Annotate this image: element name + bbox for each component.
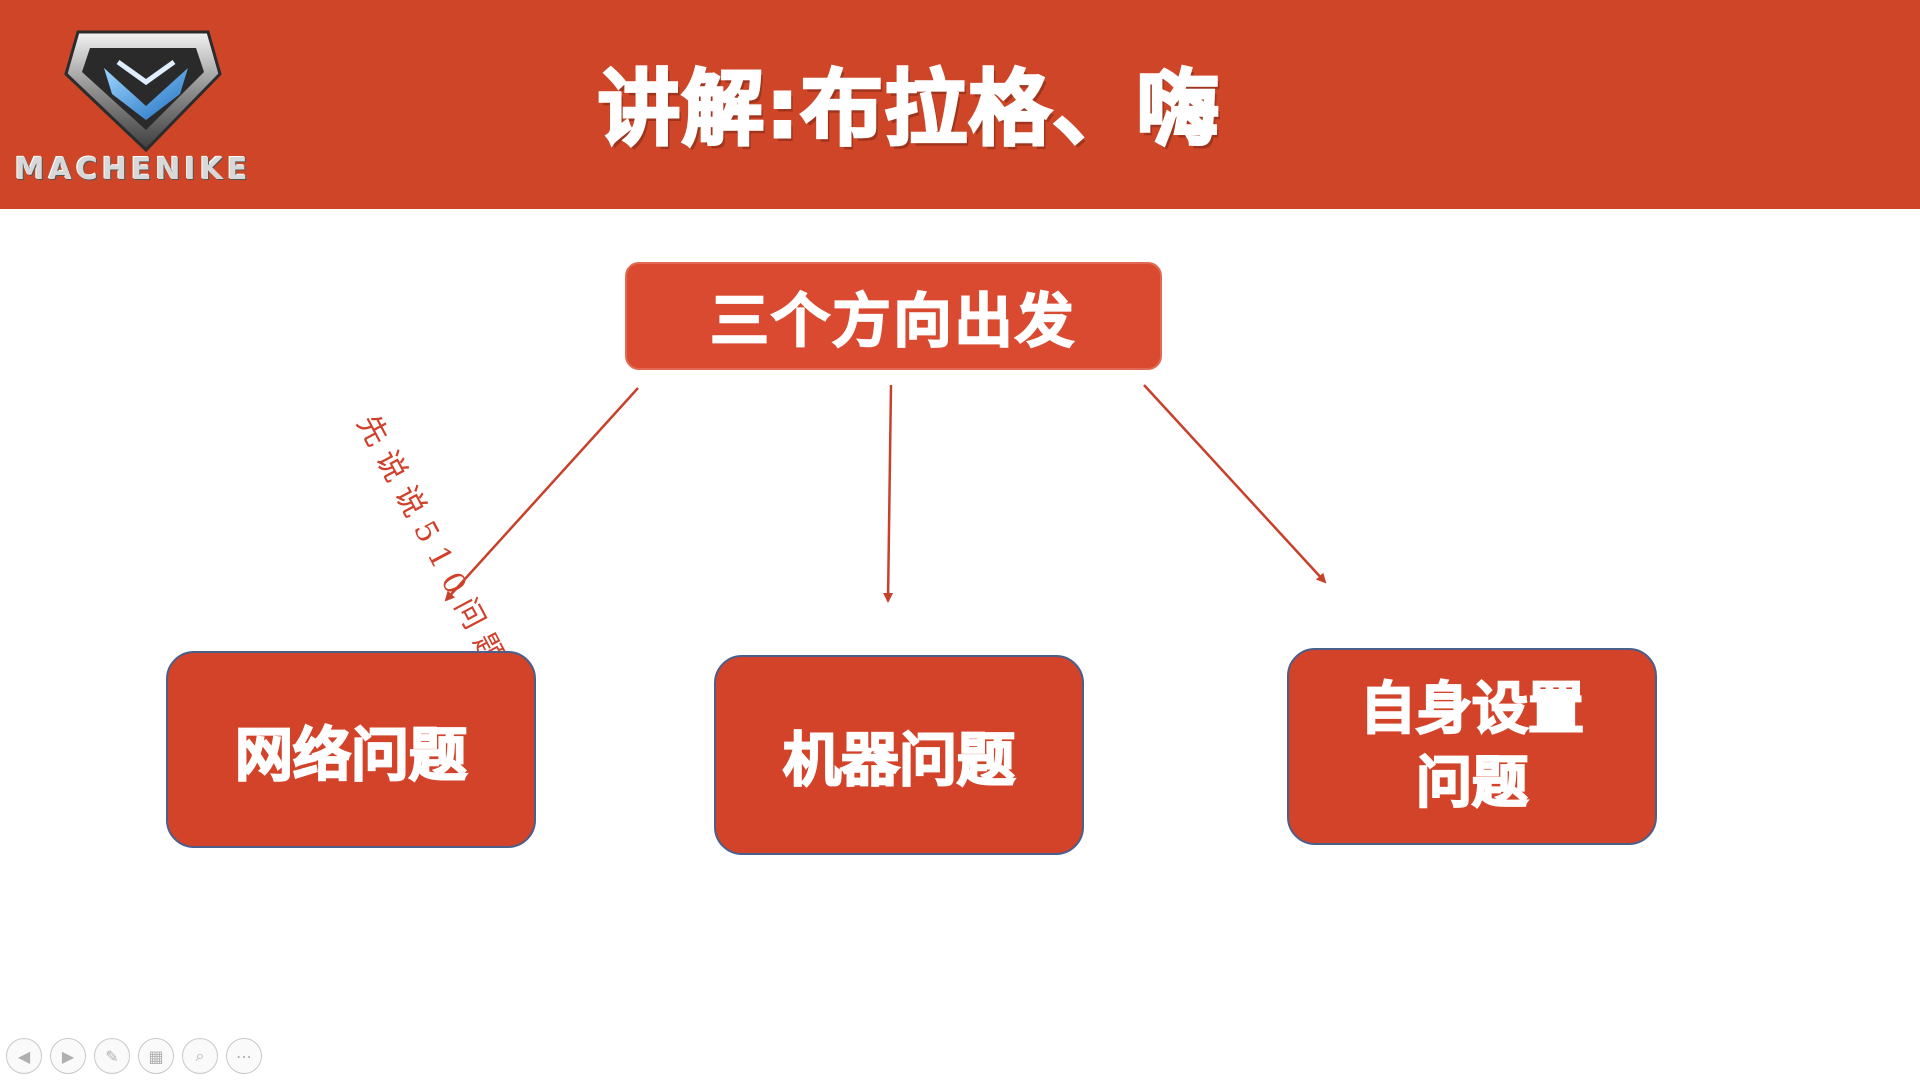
node-machine-issue: 机器问题 (714, 655, 1084, 855)
node-label: 机器问题 (782, 725, 1016, 795)
zoom-icon[interactable]: ⌕ (182, 1038, 218, 1074)
more-icon[interactable]: ⋯ (226, 1038, 262, 1074)
slideshow-toolbar: ◀ ▶ ✎ ▦ ⌕ ⋯ (6, 1038, 262, 1074)
node-network-issue: 网络问题 (166, 651, 536, 848)
node-label-line-1: 自身设置 (1359, 676, 1585, 743)
slides-icon[interactable]: ▦ (138, 1038, 174, 1074)
pen-icon[interactable]: ✎ (94, 1038, 130, 1074)
slide-title: 讲解:布拉格、嗨 (597, 61, 1221, 159)
prev-icon[interactable]: ◀ (6, 1038, 42, 1074)
arrow-to-self (1143, 384, 1327, 584)
logo-wordmark: MACHENIKE (14, 152, 252, 187)
node-label-line-2: 问题 (1415, 750, 1529, 817)
root-node: 三个方向出发 (625, 262, 1162, 370)
arrow-to-machine (883, 384, 894, 603)
slide-header: MACHENIKE 讲解:布拉格、嗨 (0, 0, 1920, 209)
machenike-logo: MACHENIKE (8, 22, 258, 192)
arrow-to-network (444, 387, 639, 602)
next-icon[interactable]: ▶ (50, 1038, 86, 1074)
node-label: 网络问题 (234, 720, 468, 790)
node-self-settings-issue: 自身设置 问题 (1287, 648, 1657, 845)
